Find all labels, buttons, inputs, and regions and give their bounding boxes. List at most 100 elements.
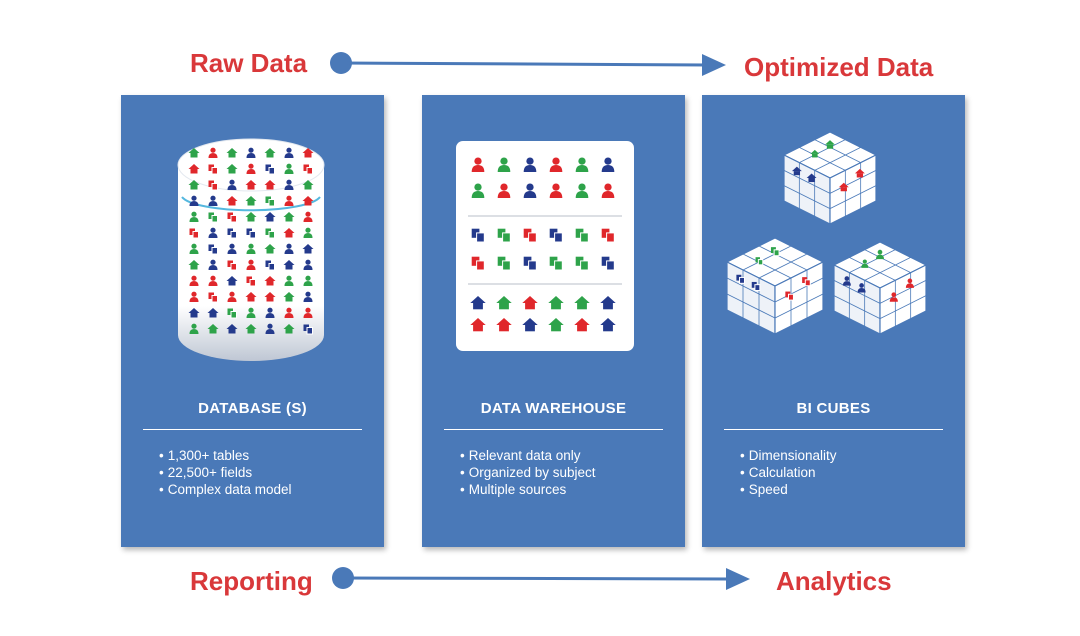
documents-icon bbox=[227, 308, 237, 319]
house-icon bbox=[548, 318, 564, 332]
documents-icon bbox=[736, 274, 745, 284]
documents-icon bbox=[575, 256, 589, 271]
house-icon bbox=[245, 180, 257, 190]
analytics-label: Analytics bbox=[776, 566, 892, 596]
house-icon bbox=[548, 296, 564, 310]
bullet-item: 22,500+ fields bbox=[159, 464, 292, 481]
documents-icon bbox=[471, 228, 485, 243]
cube-icon bbox=[782, 131, 878, 225]
documents-icon bbox=[497, 256, 511, 271]
bullet-list: Dimensionality Calculation Speed bbox=[740, 447, 837, 498]
bi-cubes-panel: BI CUBES Dimensionality Calculation Spee… bbox=[702, 95, 965, 547]
bullet-item: Calculation bbox=[740, 464, 837, 481]
house-icon bbox=[283, 212, 295, 222]
person-icon bbox=[208, 275, 218, 286]
documents-icon bbox=[770, 247, 780, 257]
person-icon bbox=[284, 163, 294, 174]
panel-divider bbox=[724, 429, 943, 430]
person-icon bbox=[208, 227, 218, 238]
cube-icon bbox=[832, 241, 928, 335]
person-icon bbox=[189, 291, 199, 302]
documents-icon bbox=[265, 260, 275, 271]
house-icon bbox=[810, 149, 820, 158]
documents-icon bbox=[802, 277, 811, 287]
house-icon bbox=[226, 276, 238, 286]
documents-icon bbox=[497, 228, 511, 243]
house-icon bbox=[283, 324, 295, 334]
person-icon bbox=[284, 147, 294, 158]
house-icon bbox=[264, 244, 276, 254]
optimized-data-label: Optimized Data bbox=[744, 52, 934, 82]
person-icon bbox=[189, 275, 199, 286]
person-icon bbox=[189, 195, 199, 206]
person-icon bbox=[549, 183, 563, 198]
person-icon bbox=[284, 243, 294, 254]
person-icon bbox=[471, 183, 485, 198]
cube-stack-icon bbox=[725, 131, 928, 335]
person-icon bbox=[601, 157, 615, 172]
bottom-arrow bbox=[332, 567, 750, 590]
person-icon bbox=[497, 157, 511, 172]
documents-icon bbox=[208, 164, 218, 175]
documents-icon bbox=[246, 228, 256, 239]
house-icon bbox=[522, 296, 538, 310]
documents-icon bbox=[523, 228, 537, 243]
documents-icon bbox=[208, 292, 218, 303]
person-icon bbox=[857, 283, 866, 293]
house-icon bbox=[188, 260, 200, 270]
documents-icon bbox=[751, 281, 761, 291]
documents-icon bbox=[208, 244, 218, 255]
person-icon bbox=[208, 195, 218, 206]
house-icon bbox=[226, 324, 238, 334]
house-icon bbox=[264, 148, 276, 158]
person-icon bbox=[601, 183, 615, 198]
person-icon bbox=[246, 307, 256, 318]
house-icon bbox=[264, 276, 276, 286]
person-icon bbox=[303, 275, 313, 286]
documents-icon bbox=[523, 256, 537, 271]
bullet-item: Dimensionality bbox=[740, 447, 837, 464]
person-icon bbox=[265, 307, 275, 318]
documents-icon bbox=[189, 228, 199, 239]
house-icon bbox=[245, 212, 257, 222]
person-icon bbox=[523, 157, 537, 172]
house-icon bbox=[226, 164, 238, 174]
house-icon bbox=[470, 296, 486, 310]
person-icon bbox=[189, 243, 199, 254]
person-icon bbox=[189, 323, 199, 334]
house-icon bbox=[188, 164, 200, 174]
house-icon bbox=[226, 148, 238, 158]
person-icon bbox=[875, 249, 885, 260]
house-icon bbox=[574, 296, 590, 310]
person-icon bbox=[303, 307, 313, 318]
house-icon bbox=[264, 180, 276, 190]
person-icon bbox=[265, 323, 275, 334]
house-icon bbox=[574, 318, 590, 332]
person-icon bbox=[284, 179, 294, 190]
person-icon bbox=[227, 243, 237, 254]
documents-icon bbox=[303, 324, 313, 335]
documents-icon bbox=[601, 256, 615, 271]
person-icon bbox=[303, 211, 313, 222]
house-icon bbox=[188, 180, 200, 190]
database-panel: DATABASE (S) 1,300+ tables 22,500+ field… bbox=[121, 95, 384, 547]
documents-icon bbox=[785, 291, 794, 301]
person-icon bbox=[842, 276, 851, 286]
person-icon bbox=[246, 243, 256, 254]
raw-data-label: Raw Data bbox=[190, 48, 308, 78]
person-icon bbox=[303, 227, 313, 238]
person-icon bbox=[303, 291, 313, 302]
data-warehouse-panel: DATA WAREHOUSE Relevant data only Organi… bbox=[422, 95, 685, 547]
house-icon bbox=[226, 196, 238, 206]
bullet-item: 1,300+ tables bbox=[159, 447, 292, 464]
person-icon bbox=[497, 183, 511, 198]
bullet-item: Relevant data only bbox=[460, 447, 596, 464]
house-icon bbox=[600, 296, 616, 310]
person-icon bbox=[246, 259, 256, 270]
house-icon bbox=[825, 140, 835, 149]
house-icon bbox=[302, 196, 314, 206]
documents-icon bbox=[208, 180, 218, 191]
person-icon bbox=[471, 157, 485, 172]
bullet-item: Complex data model bbox=[159, 481, 292, 498]
cube-icon bbox=[725, 237, 825, 335]
